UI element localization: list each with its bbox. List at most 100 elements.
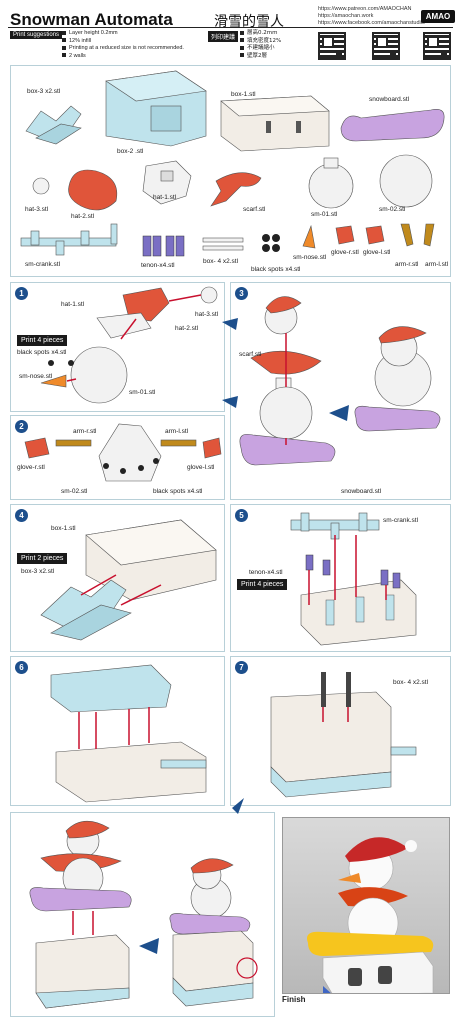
step1-label-sm01: sm-01.stl bbox=[129, 389, 156, 396]
step1-label-hat3: hat-3.stl bbox=[195, 311, 219, 318]
step4-label-box1: box-1.stl bbox=[51, 525, 76, 532]
suggestion-item: 2 walls bbox=[62, 53, 184, 61]
link-website[interactable]: https://amaochan.work bbox=[318, 13, 374, 19]
step-3-panel: 3 scarf.stl snowboard.stl bbox=[230, 282, 451, 500]
step4-print-badge: Print 2 pieces bbox=[17, 553, 68, 564]
part-label-sm01: sm-01.stl bbox=[311, 211, 338, 218]
glovel-part-shape bbox=[365, 225, 385, 245]
step4-label-box3: box-3 x2.stl bbox=[21, 568, 55, 575]
part-label-hat3: hat-3.stl bbox=[25, 206, 49, 213]
step5-print-badge: Print 4 pieces bbox=[237, 579, 288, 590]
step2-label-arml: arm-l.stl bbox=[165, 428, 189, 435]
print-suggestions-list-chinese: 層高0.2mm 填充密度12% 不建議縮小 壁厚2層 bbox=[240, 30, 281, 60]
snowboard-part-shape bbox=[340, 109, 445, 142]
step-4-panel: 4 box-1.stl Print 2 pieces box-3 x2.stl bbox=[10, 504, 225, 652]
part-label-box2: box-2 .stl bbox=[117, 148, 144, 155]
step5-label-smcrank: sm-crank.stl bbox=[383, 517, 419, 524]
step-6-panel: 6 bbox=[10, 656, 225, 806]
suggestion-item-zh: 層高0.2mm bbox=[240, 30, 281, 38]
step-2-number: 2 bbox=[15, 420, 28, 433]
step1-label-smnose: sm-nose.stl bbox=[19, 373, 53, 380]
step-6-number: 6 bbox=[15, 661, 28, 674]
step1-label-hat2: hat-2.stl bbox=[175, 325, 199, 332]
box4-part-shape bbox=[202, 237, 244, 251]
step7-label-box4: box- 4 x2.stl bbox=[393, 679, 429, 686]
final-assembly-panel bbox=[10, 812, 275, 1017]
step-3-number: 3 bbox=[235, 287, 248, 300]
page-title: Snowman Automata bbox=[10, 10, 173, 29]
finished-photo-render bbox=[307, 837, 434, 993]
blackspots-part-shape bbox=[262, 234, 280, 252]
smnose-part-shape bbox=[302, 224, 316, 249]
print-suggestions-badge-chinese: 列印建議 bbox=[208, 31, 239, 42]
box3-part-shape bbox=[25, 105, 82, 145]
print-suggestions-badge: Print suggestions bbox=[10, 31, 63, 39]
step-4-illustration bbox=[40, 519, 217, 641]
sm01-part-shape bbox=[308, 163, 354, 209]
sm02-part-shape bbox=[379, 154, 433, 208]
armr-part-shape bbox=[400, 223, 414, 247]
link-facebook[interactable]: https://www.facebook.com/amaochanstudio/ bbox=[318, 20, 426, 26]
part-label-smcrank: sm-crank.stl bbox=[25, 261, 61, 268]
qr-code-facebook[interactable] bbox=[423, 32, 451, 60]
hat2-part-shape bbox=[68, 169, 118, 211]
final-assembly-illustration bbox=[29, 820, 258, 1009]
qr-code-website[interactable] bbox=[372, 32, 400, 60]
part-label-tenon: tenon-x4.stl bbox=[141, 262, 175, 269]
qr-code-patreon[interactable] bbox=[318, 32, 346, 60]
step2-label-sm02: sm-02.stl bbox=[61, 488, 88, 495]
step2-label-glover: glove-r.stl bbox=[17, 464, 45, 471]
part-label-blackspots: black spots x4.stl bbox=[251, 266, 301, 273]
step3-label-scarf: scarf.stl bbox=[239, 351, 262, 358]
step-7-illustration bbox=[270, 672, 417, 798]
part-label-snowboard: snowboard.stl bbox=[369, 96, 410, 103]
box2-part-shape bbox=[105, 70, 207, 147]
hat3-part-shape bbox=[32, 177, 50, 195]
part-label-hat2: hat-2.stl bbox=[71, 213, 95, 220]
step-7-number: 7 bbox=[235, 661, 248, 674]
step-1-panel: 1 hat-1.stl hat-3.stl hat-2.stl Print 4 … bbox=[10, 282, 225, 412]
links-list: https://www.patreon.com/AMAOCHAN https:/… bbox=[318, 6, 425, 27]
hat1-part-shape bbox=[142, 160, 192, 205]
part-label-smnose: sm-nose.stl bbox=[293, 254, 327, 261]
step-5-number: 5 bbox=[235, 509, 248, 522]
part-label-scarf: scarf.stl bbox=[243, 206, 266, 213]
step2-label-blackspots: black spots x4.stl bbox=[153, 488, 203, 495]
link-patreon[interactable]: https://www.patreon.com/AMAOCHAN bbox=[318, 6, 412, 12]
step2-label-glovel: glove-l.stl bbox=[187, 464, 215, 471]
step-1-number: 1 bbox=[15, 287, 28, 300]
step-7-panel: 7 box- 4 x2.stl bbox=[230, 656, 451, 806]
print-suggestions-list: Layer height 0.2mm 12% infill Printing a… bbox=[62, 30, 184, 60]
part-label-hat1: hat-1.stl bbox=[153, 194, 177, 201]
part-label-box4: box- 4 x2.stl bbox=[203, 258, 239, 265]
finished-photo bbox=[282, 817, 450, 994]
step1-print-badge: Print 4 pieces bbox=[17, 335, 68, 346]
suggestion-item: Layer height 0.2mm bbox=[62, 30, 184, 38]
step-2-illustration bbox=[24, 423, 222, 482]
part-label-glover: glove-r.stl bbox=[331, 249, 359, 256]
tenon-part-shape bbox=[142, 235, 185, 257]
glover-part-shape bbox=[335, 225, 355, 245]
page-title-chinese: 滑雪的雪人 bbox=[214, 14, 284, 30]
step5-label-tenon: tenon-x4.stl bbox=[249, 569, 283, 576]
suggestion-item: Printing at a reduced size is not recomm… bbox=[62, 45, 184, 53]
suggestion-item-zh: 不建議縮小 bbox=[240, 45, 281, 53]
step1-label-blackspots: black spots x4.stl bbox=[17, 349, 67, 356]
header-divider bbox=[8, 27, 453, 28]
box1-part-shape bbox=[220, 95, 330, 152]
step-4-number: 4 bbox=[15, 509, 28, 522]
step3-label-snowboard: snowboard.stl bbox=[341, 488, 382, 495]
suggestion-item-zh: 壁厚2層 bbox=[240, 53, 281, 61]
finish-label: Finish bbox=[282, 995, 306, 1004]
part-label-box1: box-1.stl bbox=[231, 91, 256, 98]
step-5-panel: 5 sm-crank.stl tenon-x4.stl Print 4 piec… bbox=[230, 504, 451, 652]
suggestion-item: 12% infill bbox=[62, 38, 184, 46]
step1-label-hat1: hat-1.stl bbox=[61, 301, 85, 308]
scarf-part-shape bbox=[210, 172, 262, 207]
part-label-armr: arm-r.stl bbox=[395, 261, 419, 268]
step-5-illustration bbox=[290, 512, 417, 646]
step-1-illustration bbox=[40, 286, 218, 404]
part-label-sm02: sm-02.stl bbox=[379, 206, 406, 213]
parts-panel: box-3 x2.stl box-2 .stl box-1.stl snowbo… bbox=[10, 65, 451, 277]
step-3-illustration bbox=[239, 296, 441, 466]
